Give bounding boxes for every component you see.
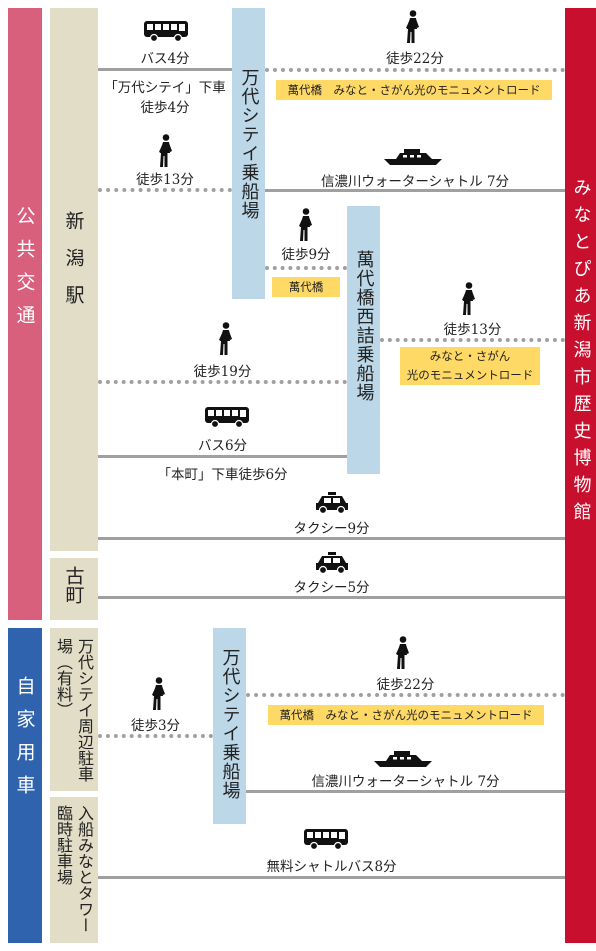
route-line-taxi-9 — [98, 537, 565, 540]
public-transport-sidebar: 公共交通 — [8, 8, 42, 620]
route-via-walk-13-pier: みなと・さがん 光のモニュメントロード — [400, 347, 540, 385]
bus-icon — [143, 20, 189, 42]
route-via-walk-13-pier-line1: みなと・さがん — [429, 349, 511, 363]
bandai-parking-label: 万代シテイ周辺駐車場（有料） — [54, 638, 94, 782]
bandai-city-pier-car-box: 万代シテイ乗船場 — [213, 628, 246, 824]
destination-sidebar: みなとぴあ新潟市歴史博物館 — [565, 8, 596, 943]
route-via-walk-22-car: 萬代橋 みなと・さがん光のモニュメントロード — [268, 705, 544, 725]
route-label-walk-19: 徒歩19分 — [193, 364, 252, 380]
route-label-taxi-9: タクシー9分 — [293, 521, 370, 537]
route-line-shuttle-7-car — [246, 790, 565, 793]
niigata-station-label: 新潟駅 — [62, 211, 85, 322]
route-line-bus-6 — [98, 455, 347, 458]
route-label-bus-6: バス6分 — [197, 438, 248, 454]
route-dotted-walk-13-station — [98, 188, 232, 192]
taxi-icon — [315, 492, 349, 514]
route-label-walk-3: 徒歩3分 — [130, 718, 181, 734]
walk-icon — [295, 208, 315, 242]
walk-icon — [392, 636, 412, 670]
bus-icon — [303, 828, 349, 850]
route-label-walk-13-pier: 徒歩13分 — [443, 322, 502, 338]
bandai-city-pier-box: 万代シテイ乗船場 — [232, 8, 265, 299]
public-transport-label: 公共交通 — [13, 206, 36, 338]
destination-label: みなとぴあ新潟市歴史博物館 — [570, 178, 592, 529]
route-label-walk-13-station: 徒歩13分 — [136, 172, 194, 188]
furumachi-label: 古町 — [62, 566, 85, 604]
route-label-walk-9: 徒歩9分 — [281, 247, 331, 263]
boat-icon — [382, 148, 446, 166]
route-via-walk-13-pier-line2: 光のモニュメントロード — [406, 368, 534, 382]
route-dotted-walk-13-pier — [380, 338, 565, 342]
route-label-shuttle-7-car: 信濃川ウォーターシャトル 7分 — [311, 774, 500, 790]
route-label-walk-22-car: 徒歩22分 — [376, 677, 435, 693]
route-dotted-walk-22 — [265, 68, 565, 72]
route-note-bus-4-b: 徒歩4分 — [140, 100, 190, 116]
bandai-city-pier-car-label: 万代シテイ乗船場 — [219, 648, 241, 800]
walk-icon — [402, 10, 422, 44]
bandai-parking-box: 万代シテイ周辺駐車場（有料） — [50, 628, 98, 791]
route-note-bus-6: 「本町」下車徒歩6分 — [157, 467, 288, 483]
taxi-icon — [315, 552, 349, 574]
walk-icon — [148, 677, 168, 711]
route-label-taxi-5: タクシー5分 — [293, 580, 370, 596]
car-sidebar: 自家用車 — [8, 628, 42, 943]
route-dotted-walk-9 — [265, 266, 347, 270]
route-note-bus-4-a: 「万代シテイ」下車 — [104, 80, 226, 96]
route-line-shuttle-7-top — [265, 189, 565, 192]
walk-icon — [458, 282, 478, 316]
car-label: 自家用車 — [13, 676, 36, 808]
bandai-city-pier-label: 万代シテイ乗船場 — [238, 68, 260, 220]
irifune-parking-box: 入船みなとタワー臨時駐車場 — [50, 797, 98, 943]
route-via-walk-9: 萬代橋 — [272, 277, 340, 297]
route-line-bus-4 — [98, 68, 232, 71]
route-label-free-shuttle-bus: 無料シャトルバス8分 — [266, 859, 397, 875]
route-line-free-shuttle-bus — [98, 876, 565, 879]
niigata-station-box: 新潟駅 — [50, 8, 98, 551]
bandaibashi-west-pier-label: 萬代橋西詰乗船場 — [353, 250, 375, 402]
boat-icon — [372, 750, 436, 768]
bandaibashi-west-pier-box: 萬代橋西詰乗船場 — [347, 206, 380, 474]
walk-icon — [215, 322, 235, 356]
route-dotted-walk-19 — [98, 380, 347, 384]
route-via-walk-22: 萬代橋 みなと・さがん光のモニュメントロード — [276, 80, 552, 100]
irifune-parking-label: 入船みなとタワー臨時駐車場 — [54, 805, 94, 933]
route-label-shuttle-7-top: 信濃川ウォーターシャトル 7分 — [320, 174, 510, 190]
route-line-taxi-5 — [98, 596, 565, 599]
route-label-walk-22: 徒歩22分 — [386, 51, 444, 67]
route-label-bus-4: バス4分 — [140, 51, 190, 67]
route-dotted-walk-22-car — [246, 693, 565, 697]
route-dotted-walk-3 — [98, 734, 213, 738]
walk-icon — [155, 134, 175, 168]
furumachi-box: 古町 — [50, 558, 98, 620]
bus-icon — [204, 406, 250, 428]
